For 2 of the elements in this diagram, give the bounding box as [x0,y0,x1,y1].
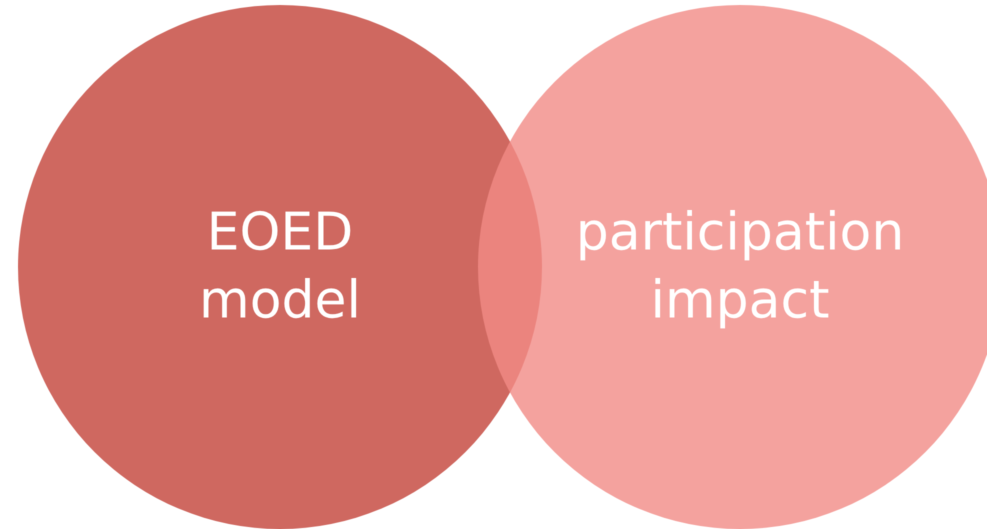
circle-label: participation impact [576,201,904,332]
circle-label: EOED model [199,201,361,332]
